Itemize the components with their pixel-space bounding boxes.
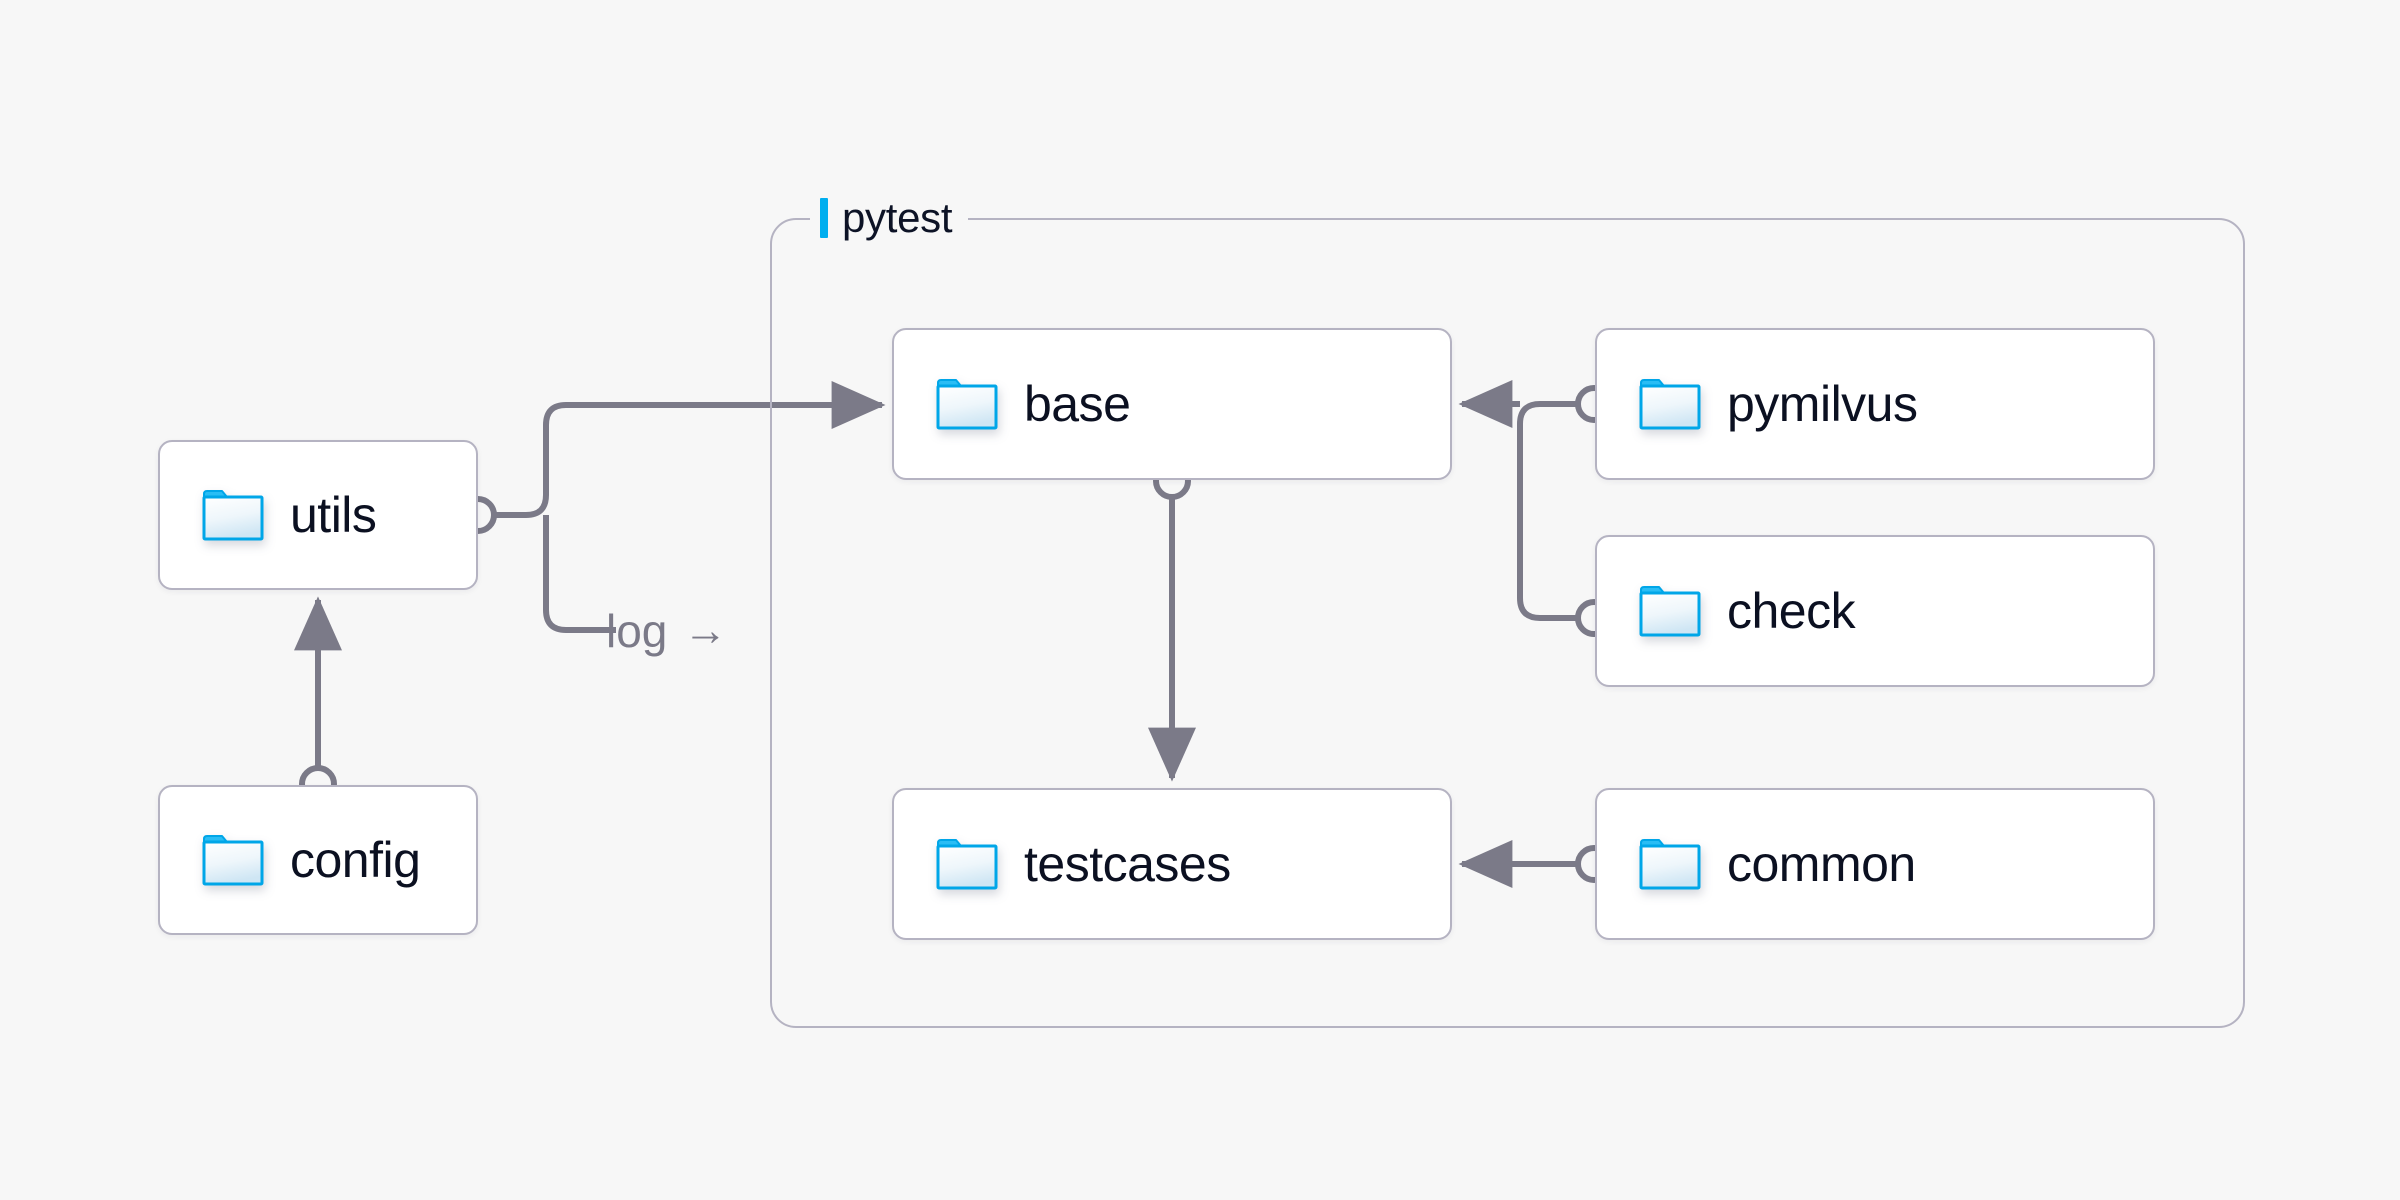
- folder-icon: [936, 379, 998, 430]
- group-title: pytest: [842, 194, 953, 241]
- group-label-pytest: pytest: [810, 192, 969, 244]
- node-testcases[interactable]: testcases: [892, 788, 1452, 940]
- folder-icon: [936, 839, 998, 890]
- node-label: check: [1727, 583, 1856, 639]
- node-pymilvus[interactable]: pymilvus: [1595, 328, 2155, 480]
- folder-icon: [202, 835, 264, 886]
- edge-label-text: log: [606, 605, 668, 657]
- folder-icon: [1639, 379, 1701, 430]
- node-label: config: [290, 832, 421, 888]
- node-label: common: [1727, 836, 1916, 892]
- node-label: pymilvus: [1727, 376, 1918, 432]
- accent-bar-icon: [820, 198, 828, 238]
- node-label: base: [1024, 376, 1131, 432]
- folder-icon: [1639, 839, 1701, 890]
- node-common[interactable]: common: [1595, 788, 2155, 940]
- edge-label-log: log →: [606, 608, 727, 654]
- node-utils[interactable]: utils: [158, 440, 478, 590]
- node-base[interactable]: base: [892, 328, 1452, 480]
- node-label: utils: [290, 487, 377, 543]
- node-config[interactable]: config: [158, 785, 478, 935]
- folder-icon: [1639, 586, 1701, 637]
- group-pytest[interactable]: [770, 218, 2245, 1028]
- node-label: testcases: [1024, 836, 1231, 892]
- arrow-right-icon: →: [683, 606, 728, 655]
- node-check[interactable]: check: [1595, 535, 2155, 687]
- folder-icon: [202, 490, 264, 541]
